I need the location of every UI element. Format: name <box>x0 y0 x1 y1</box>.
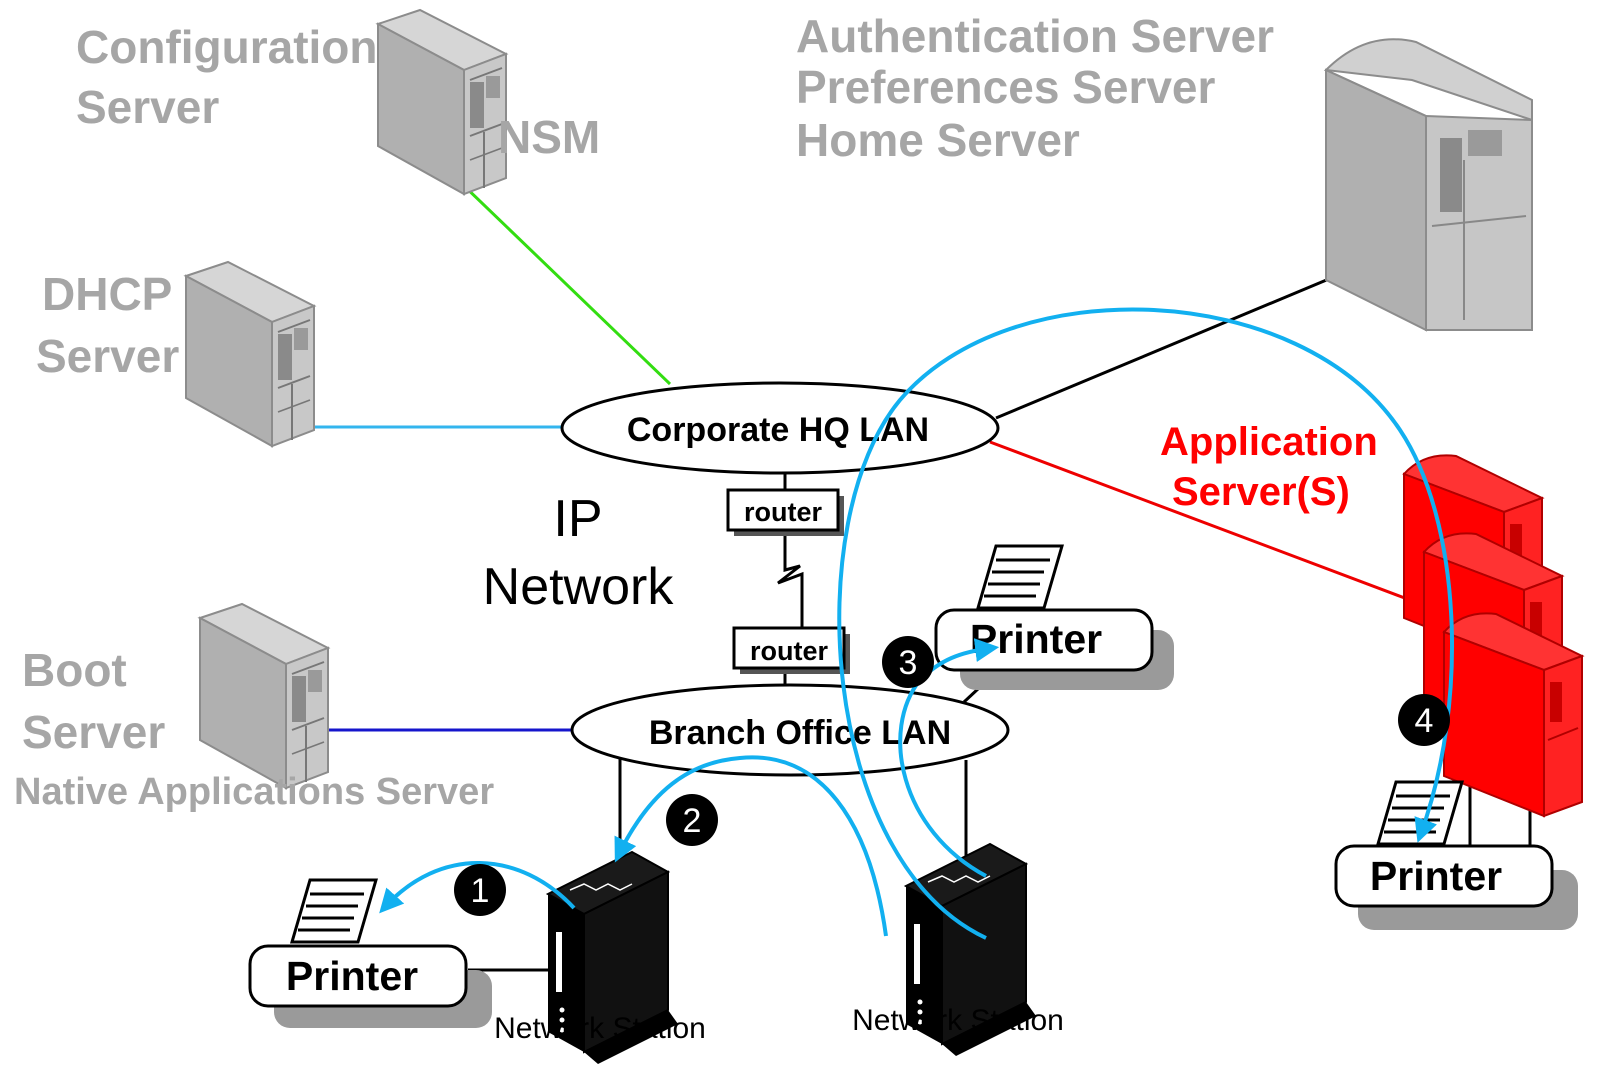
printer-right-label: Printer <box>1370 853 1502 899</box>
branch-office-lan-label: Branch Office LAN <box>649 714 951 752</box>
authentication-server-icon <box>1325 38 1533 331</box>
wan-link <box>777 530 804 628</box>
nsm-link <box>456 178 672 386</box>
printer-left-paper-icon <box>290 878 378 944</box>
application-server-icon <box>1403 454 1583 817</box>
home-server-label: Home Server <box>796 114 1080 166</box>
corporate-hq-lan-label: Corporate HQ LAN <box>627 411 929 449</box>
config-server-label-2: Server <box>76 81 219 133</box>
app-server-label-1: Application <box>1160 420 1378 464</box>
router-bottom <box>732 626 846 670</box>
config-server-label-1: Configuration <box>76 21 378 73</box>
flow-arrow-3 <box>898 638 1000 878</box>
dhcp-label-1: DHCP <box>42 268 172 320</box>
step-1-marker <box>454 864 506 916</box>
step-4-marker <box>1398 694 1450 746</box>
native-apps-label: Native Applications Server <box>14 771 494 813</box>
step-3-marker <box>882 636 934 688</box>
configuration-server-icon <box>377 9 507 195</box>
router-top-label: router <box>744 497 823 527</box>
boot-label-2: Server <box>22 706 165 758</box>
network-station-left-label: Network Station <box>494 1012 706 1045</box>
auth-server-label: Authentication Server <box>796 10 1274 62</box>
boot-server-icon <box>199 603 329 789</box>
printer-left-label: Printer <box>286 953 418 999</box>
ip-network-label-1: IP <box>553 490 602 548</box>
step-2-label: 2 <box>683 802 702 840</box>
flow-arrow-2 <box>614 755 888 937</box>
auth-server-link <box>995 274 1337 420</box>
network-station-right-label: Network Station <box>852 1004 1064 1037</box>
ip-network-label-2: Network <box>483 558 675 616</box>
printer-middle-label: Printer <box>970 616 1102 662</box>
step-2-marker <box>666 794 718 846</box>
step-1-label: 1 <box>471 872 490 910</box>
printer-middle-paper-icon <box>976 544 1064 610</box>
preferences-server-label: Preferences Server <box>796 61 1216 113</box>
step-3-label: 3 <box>899 644 918 682</box>
printer-right <box>1334 844 1554 908</box>
dhcp-label-2: Server <box>36 330 179 382</box>
app-server-label-2: Server(S) <box>1172 470 1350 514</box>
router-top <box>726 488 840 532</box>
router-bottom-label: router <box>750 636 829 666</box>
app-server-link <box>989 440 1411 602</box>
printer-left <box>248 944 468 1008</box>
step-4-label: 4 <box>1415 702 1434 740</box>
corporate-hq-lan <box>560 381 1000 475</box>
boot-label-1: Boot <box>22 644 127 696</box>
nsm-label: NSM <box>498 111 600 163</box>
flow-arrow-1 <box>379 861 576 914</box>
flow-arrow-4 <box>837 307 1455 940</box>
dhcp-server-icon <box>185 261 315 447</box>
